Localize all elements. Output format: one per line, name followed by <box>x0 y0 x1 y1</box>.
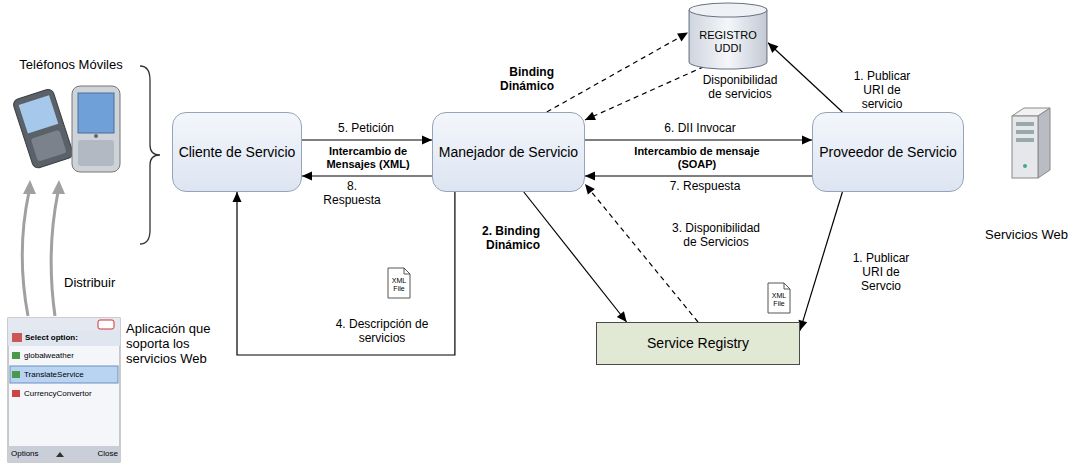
xml-file-icon <box>768 283 790 313</box>
edge-label: 1. Publicar URI de servicio <box>846 70 918 111</box>
edge-label: 7. Respuesta <box>665 180 745 194</box>
edge-label: Binding Dinámico <box>490 66 554 94</box>
connector <box>585 184 698 322</box>
menu-item: globalweather <box>24 351 118 360</box>
group-label: Teléfonos Móviles <box>2 58 140 73</box>
softkey-label: Options <box>11 449 51 458</box>
edge-label: 5. Petición <box>331 122 401 136</box>
arrow-head <box>422 136 432 145</box>
edge-label: 8. Respuesta <box>317 180 387 208</box>
arrow-head <box>585 112 596 120</box>
connector <box>768 43 842 112</box>
connector-line <box>585 139 812 140</box>
dashed-connector <box>547 33 688 112</box>
arrow-head <box>302 172 312 181</box>
app-screenshot <box>8 318 120 462</box>
node-label: Cliente de Servicio <box>179 144 296 161</box>
arrow-head <box>617 311 627 322</box>
xml-file-icon <box>388 268 410 298</box>
brace <box>140 66 160 244</box>
edge-label: 6. DII Invocar <box>655 122 745 136</box>
file-icon-text: XML File <box>768 292 790 308</box>
arrow-head <box>585 172 595 181</box>
edge-label: Disponibilidad de servicios <box>698 74 782 102</box>
softkey-label: Close <box>90 449 118 458</box>
node-label: Proveedor de Servicio <box>819 144 957 161</box>
icon-label: Servicios Web <box>980 228 1073 243</box>
connector <box>524 192 627 322</box>
arrow-head <box>677 33 688 42</box>
connector <box>547 33 688 112</box>
file-icon-text: XML File <box>388 277 410 293</box>
screen-title: Select option: <box>25 333 115 342</box>
registry-cylinder: REGISTRO UDDI <box>688 2 768 70</box>
arrow-head <box>585 184 595 195</box>
connector-line <box>237 192 455 355</box>
phone-illustration <box>12 86 120 172</box>
dashed-connector <box>585 184 698 322</box>
edge-label: 2. Binding Dinámico <box>464 225 540 253</box>
node-label: Service Registry <box>647 335 749 352</box>
arrow-head <box>802 136 812 145</box>
provider-box: Proveedor de Servicio <box>812 112 964 192</box>
dashed-connector <box>585 67 704 120</box>
menu-item: CurrencyConvertor <box>24 389 118 398</box>
connector <box>799 192 843 331</box>
exchange-label: Intercambio de Mensajes (XML) <box>306 145 430 170</box>
arrow-head <box>233 192 242 202</box>
connector <box>233 192 455 355</box>
connector-line <box>800 192 842 331</box>
exchange-label: Intercambio de mensaje (SOAP) <box>622 145 772 170</box>
server-icon <box>1012 108 1050 178</box>
connector-line <box>768 43 842 112</box>
distribute-arrows <box>22 180 65 316</box>
arrow-head <box>768 43 778 53</box>
registry-box: Service Registry <box>596 322 800 365</box>
connector <box>585 67 704 120</box>
edge-label: 4. Descripción de servicios <box>318 318 446 346</box>
handler-box: Manejador de Servicio <box>432 112 585 192</box>
connector <box>302 136 432 145</box>
caption-label: Aplicación que soporta los servicios Web <box>126 322 228 367</box>
node-label: Manejador de Servicio <box>439 144 578 161</box>
connector <box>302 172 432 181</box>
arrow-label: Distribuir <box>64 276 134 291</box>
node-label: REGISTRO UDDI <box>695 29 761 55</box>
menu-item: TranslateService <box>24 370 118 379</box>
connector-line <box>524 192 627 322</box>
connector <box>585 136 812 145</box>
connector-line <box>302 175 432 176</box>
connector-line <box>302 139 432 140</box>
edge-label: 1. Publicar URI de Servcio <box>846 252 916 293</box>
client-box: Cliente de Servicio <box>172 112 302 192</box>
connector-line <box>585 175 812 176</box>
edge-label: 3. Disponibilidad de Servicios <box>668 222 764 250</box>
